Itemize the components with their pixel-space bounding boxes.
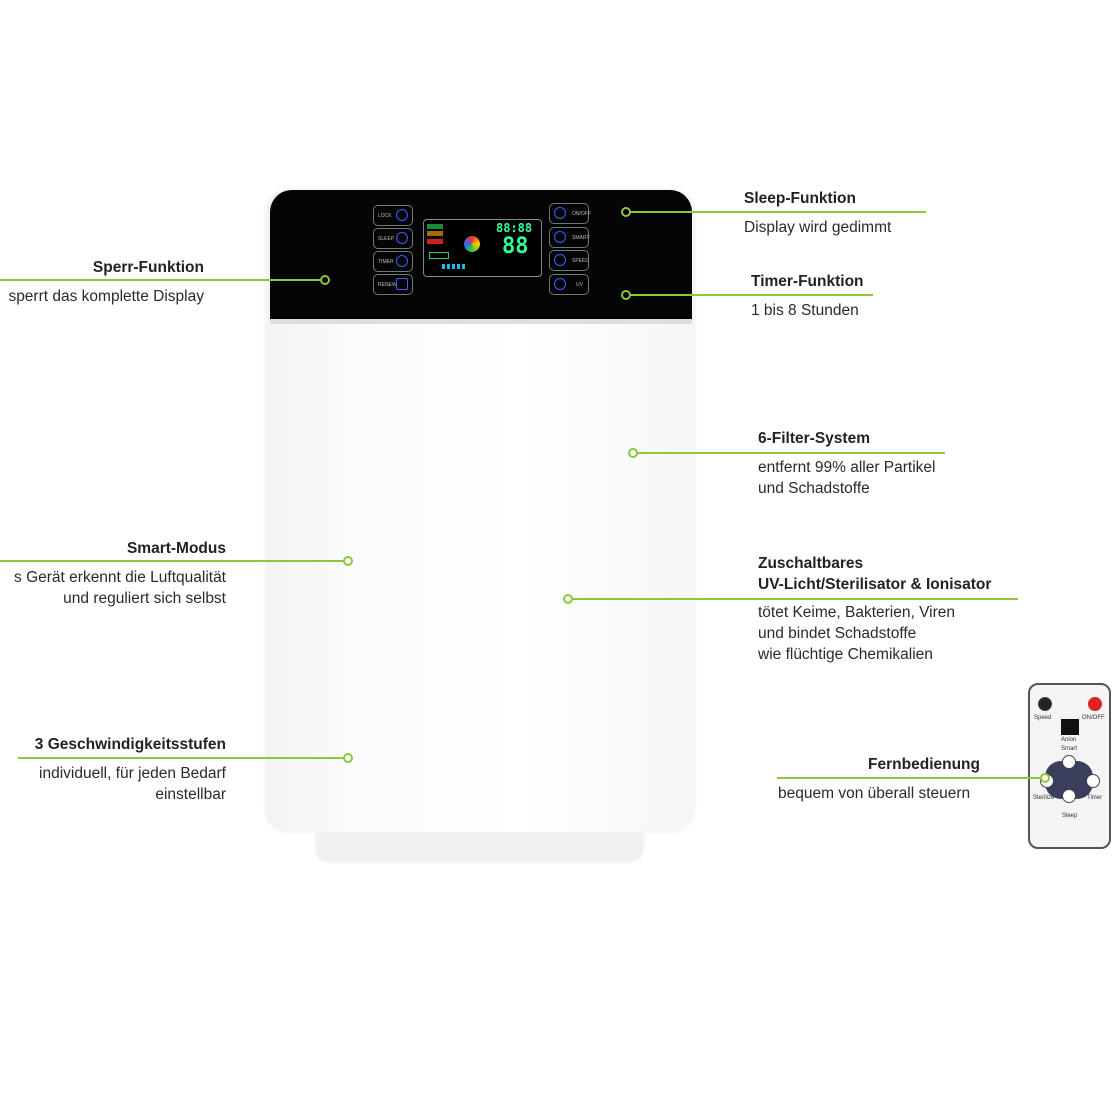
remote-title: Fernbedienung (868, 756, 980, 773)
uv-title: UV-Licht/Sterilisator & Ionisator (758, 576, 992, 593)
smart-button: SMART (549, 227, 589, 248)
callout-line (777, 777, 1045, 779)
filter-icon (396, 278, 408, 290)
callout-line (633, 452, 945, 454)
callout-line (0, 279, 325, 281)
lock-button: LOCK (373, 205, 413, 226)
renew-button: RENEW (373, 274, 413, 295)
renew-label: RENEW (378, 282, 397, 288)
smart-marker (343, 556, 353, 566)
remote-label: Anion (1061, 737, 1077, 743)
callout-line (18, 757, 348, 759)
smart-icon (554, 231, 566, 243)
lock-icon (396, 209, 408, 221)
remote-marker (1040, 773, 1050, 783)
uv-desc: tötet Keime, Bakterien, Viren (758, 604, 956, 621)
clock-icon (396, 255, 408, 267)
timer-title: Timer-Funktion (751, 273, 864, 290)
speed-desc: individuell, für jeden Bedarf (39, 765, 226, 782)
sleep-title: Sleep-Funktion (744, 190, 856, 207)
sleep-label: SLEEP (378, 236, 395, 242)
speed-desc: einstellbar (155, 786, 226, 803)
timer-desc: 1 bis 8 Stunden (751, 302, 859, 319)
speed-marker (343, 753, 353, 763)
uv-desc: wie flüchtige Chemikalien (758, 646, 933, 663)
callout-line (0, 560, 348, 562)
mode-indicator (427, 224, 443, 229)
filter-marker (628, 448, 638, 458)
remote-label: Smart (1061, 746, 1078, 752)
filter-desc: und Schadstoffe (758, 480, 870, 497)
uv-marker (563, 594, 573, 604)
smart-desc: und reguliert sich selbst (63, 590, 226, 607)
power-icon (554, 207, 566, 219)
onoff-button: ON/OFF (549, 203, 591, 224)
lcd-display: 88:88 88 (423, 219, 542, 277)
fan-graphic-icon (464, 236, 480, 252)
remote-label: Sterilize (1033, 795, 1055, 801)
remote-label: ON/OFF (1082, 715, 1105, 721)
mode-indicator (427, 239, 443, 244)
fan-icon (1038, 697, 1052, 711)
anion-icon (1061, 719, 1079, 735)
speed-button: SPEED (549, 250, 589, 271)
ion-icon (554, 278, 566, 290)
sleep-icon (1062, 789, 1076, 803)
power-icon (1088, 697, 1102, 711)
sleep-marker (621, 207, 631, 217)
lock-desc: sperrt das komplette Display (8, 288, 204, 305)
smart-icon (1062, 755, 1076, 769)
callout-line (626, 294, 873, 296)
device-base (316, 832, 643, 860)
fan-icon (554, 254, 566, 266)
remote-label: Speed (1034, 715, 1052, 721)
callout-line (626, 211, 926, 213)
mode-indicator (427, 231, 443, 236)
uv-title: Zuschaltbares (758, 555, 864, 572)
callout-line (568, 598, 1018, 600)
onoff-label: ON/OFF (572, 211, 591, 217)
lock-marker (320, 275, 330, 285)
smart-title: Smart-Modus (126, 540, 226, 557)
smart-label: SMART (572, 235, 590, 241)
filter-desc: entfernt 99% aller Partikel (758, 459, 936, 476)
remote-label: Timer (1087, 795, 1103, 801)
uv-button: UV (549, 274, 589, 295)
time-readout: 88:88 (496, 221, 533, 235)
timer-label: TIMER (378, 259, 394, 265)
remote-desc: bequem von überall steuern (778, 785, 971, 802)
speed-label: SPEED (572, 258, 589, 264)
main-readout: 88 (502, 234, 529, 259)
speed-title: 3 Geschwindigkeitsstufen (34, 736, 226, 753)
smart-desc: s Gerät erkennt die Luftqualität (14, 569, 226, 586)
remote-control: Speed ON/OFF Anion Smart Sterilize Timer… (1028, 683, 1111, 849)
timer-icon (1086, 774, 1100, 788)
sleep-button: SLEEP (373, 228, 413, 249)
filter-title: 6-Filter-System (758, 430, 870, 447)
timer-marker (621, 290, 631, 300)
remote-label: Sleep (1062, 813, 1078, 819)
lock-title: Sperr-Funktion (92, 259, 204, 276)
uv-desc: und bindet Schadstoffe (758, 625, 917, 642)
panel-trim (270, 319, 692, 324)
timer-button: TIMER (373, 251, 413, 272)
moon-icon (396, 232, 408, 244)
sterilize-indicator (429, 252, 449, 259)
lock-label: LOCK (378, 213, 392, 219)
sleep-desc: Display wird gedimmt (744, 219, 892, 236)
uv-label: UV (576, 282, 583, 288)
level-bar (442, 264, 466, 269)
